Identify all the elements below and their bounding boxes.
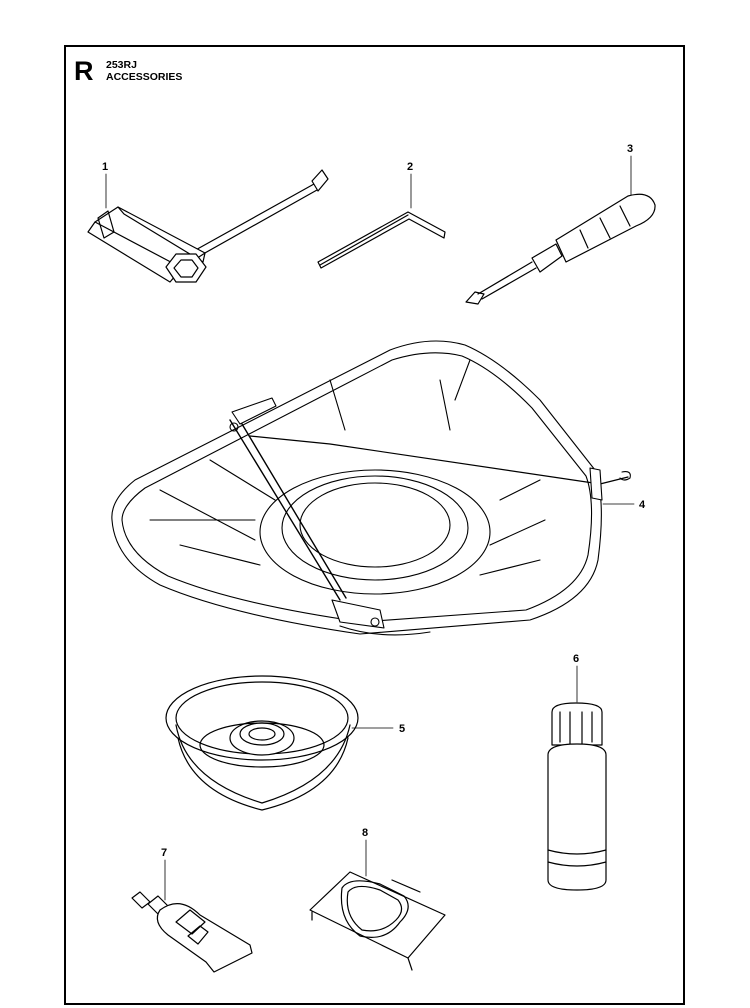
page-title: ACCESSORIES bbox=[106, 71, 183, 83]
combination-spanner-illustration bbox=[87, 169, 329, 283]
callout-leaders bbox=[105, 155, 635, 901]
callout-8: 8 bbox=[362, 827, 368, 839]
callout-1: 1 bbox=[102, 161, 108, 173]
screwdriver-illustration bbox=[465, 193, 656, 305]
section-letter: R bbox=[74, 56, 94, 86]
callout-6: 6 bbox=[573, 653, 579, 665]
callout-5: 5 bbox=[399, 723, 405, 735]
support-cup-illustration bbox=[165, 675, 359, 811]
callout-3: 3 bbox=[627, 143, 633, 155]
grease-tube-illustration bbox=[131, 891, 253, 973]
callout-2: 2 bbox=[407, 161, 413, 173]
callout-4: 4 bbox=[639, 499, 646, 511]
oil-bottle-illustration bbox=[547, 702, 607, 891]
model-number: 253RJ bbox=[106, 59, 137, 71]
drawing-frame bbox=[64, 45, 685, 1005]
trimmer-guard-illustration bbox=[111, 340, 631, 636]
hex-key-illustration bbox=[317, 211, 446, 269]
callout-7: 7 bbox=[161, 847, 167, 859]
trimmer-line-illustration bbox=[309, 871, 446, 971]
